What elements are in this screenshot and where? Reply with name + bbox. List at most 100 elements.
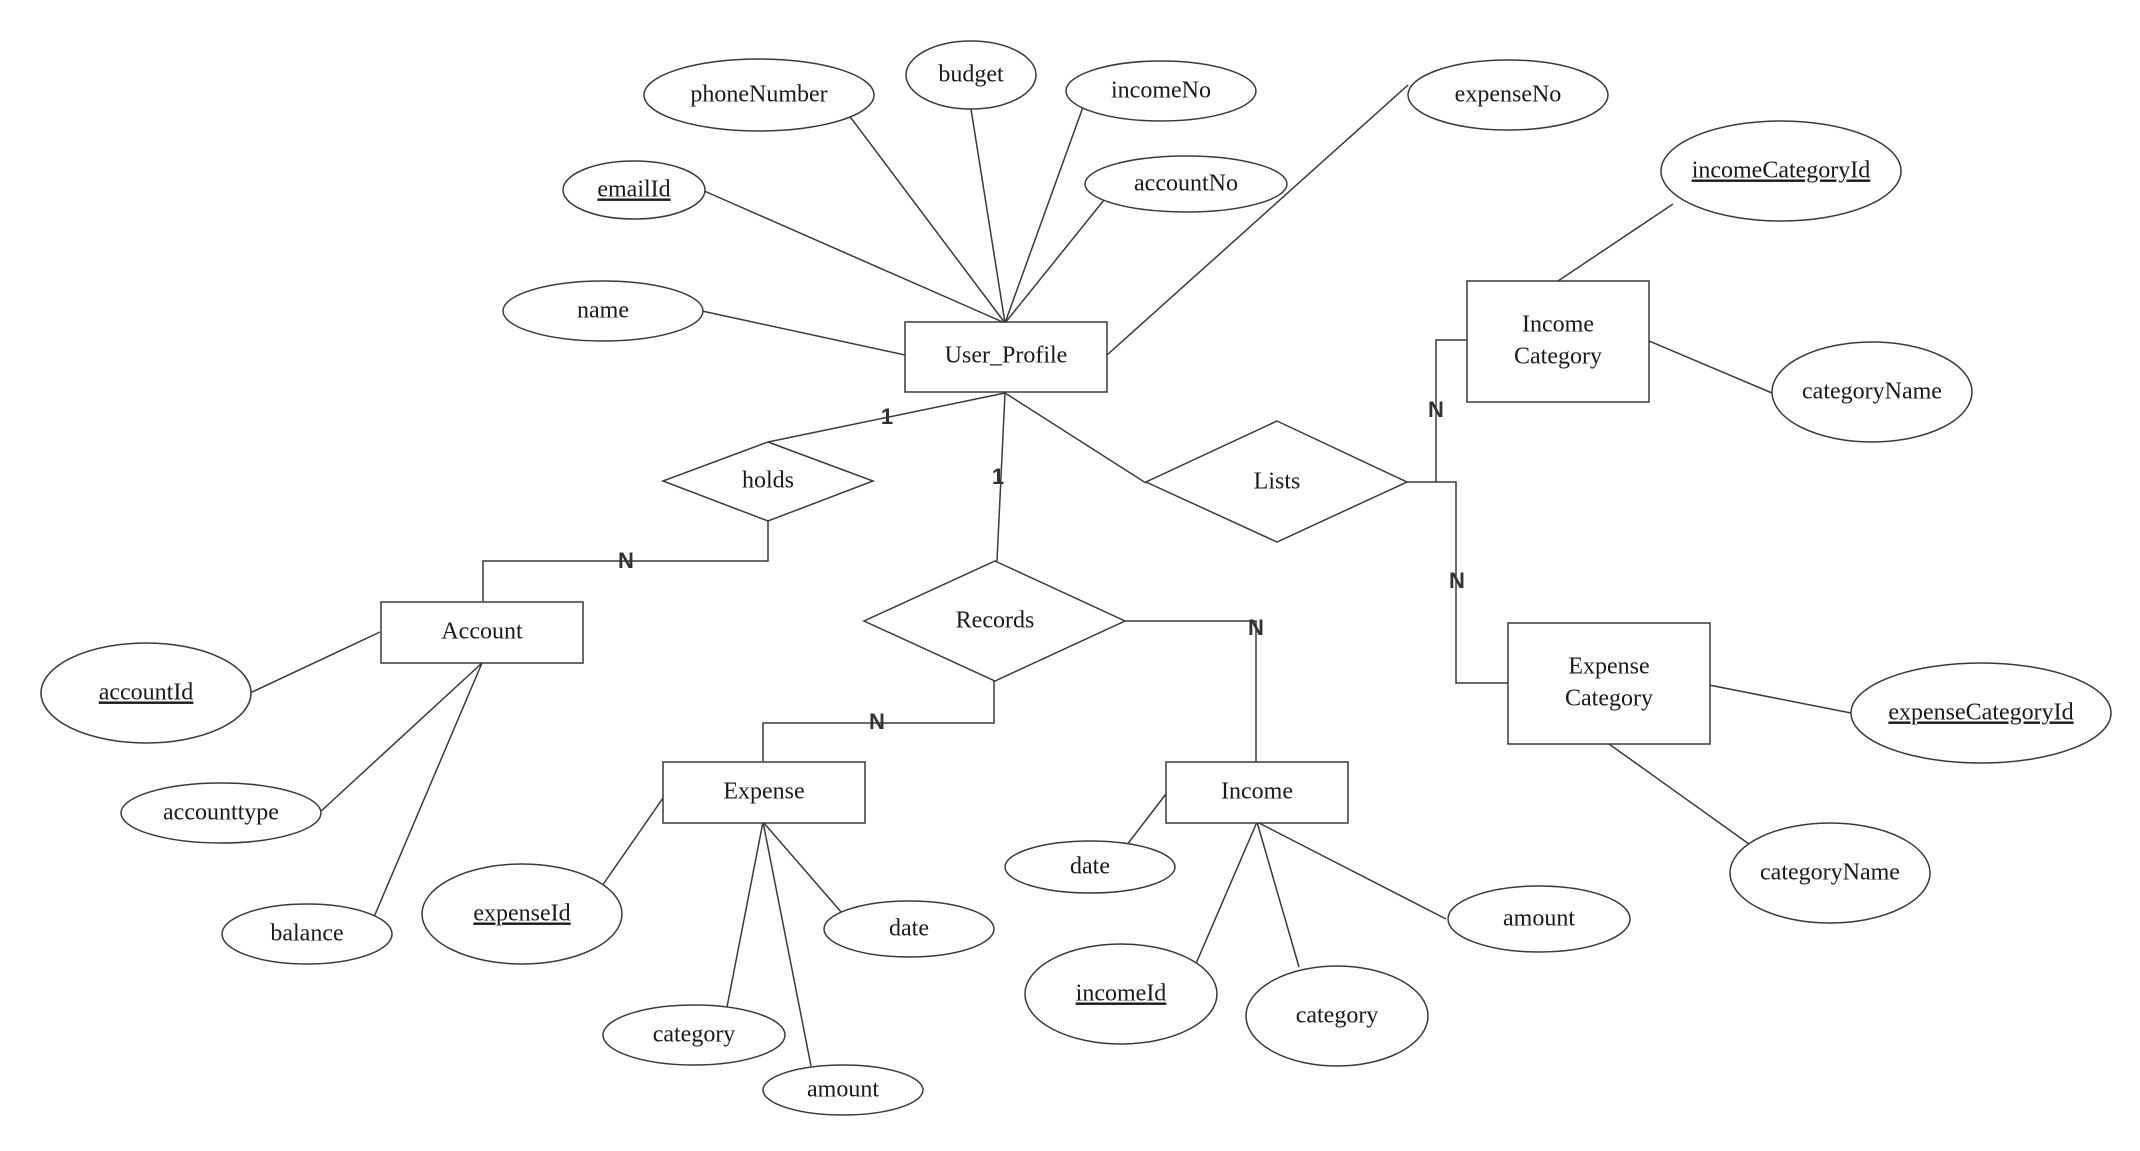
attribute-emailid: emailId [562, 160, 706, 220]
attribute-emailid-label: emailId [597, 177, 670, 203]
connector-holds-account [482, 521, 769, 601]
attribute-incomeno-label: incomeNo [1111, 78, 1211, 104]
relationship-holds-label: holds [742, 468, 794, 494]
entity-user-profile: User_Profile [904, 321, 1108, 393]
attribute-expensecategoryid-shape [1850, 662, 2112, 764]
attribute-income-category-label: category [1296, 1003, 1379, 1029]
attribute-expenseid: expenseId [421, 863, 623, 965]
entity-expense-label: Expense [723, 779, 804, 805]
attribute-expense-amount-label: amount [807, 1077, 879, 1103]
attribute-expensecategory-name: categoryName [1729, 822, 1931, 924]
relationship-lists-label: Lists [1254, 469, 1301, 495]
attribute-incomeid: incomeId [1024, 943, 1218, 1045]
attribute-incomeid-label: incomeId [1076, 981, 1167, 1007]
connector-lists-income-category [1407, 339, 1467, 483]
attribute-accountid: accountId [40, 642, 252, 744]
attribute-accounttype-label: accounttype [163, 800, 279, 826]
entity-expense-category-box [1507, 622, 1711, 745]
attribute-incomecategoryid-label: incomeCategoryId [1692, 158, 1871, 184]
attribute-incomecategory-name-shape [1771, 341, 1973, 443]
attribute-expensecategoryid-label: expenseCategoryId [1888, 700, 2073, 726]
attribute-expense-date: date [823, 900, 995, 958]
entity-income-category-box [1466, 280, 1650, 403]
connector-user-accountno [1004, 199, 1105, 324]
attribute-income-category: category [1245, 965, 1429, 1067]
entity-account-box [380, 601, 584, 664]
connector-account-balance [373, 662, 483, 918]
entity-account: Account [380, 601, 584, 664]
connector-account-accountid [249, 631, 381, 694]
attribute-budget-shape [905, 40, 1037, 110]
entity-expense: Expense [662, 761, 866, 824]
attribute-income-category-shape [1245, 965, 1429, 1067]
relationship-records-label: Records [956, 608, 1035, 634]
connector-user-holds [767, 392, 1006, 443]
attribute-expense-category-label: category [653, 1022, 736, 1048]
entity-income-label: Income [1221, 779, 1293, 805]
attribute-expense-date-label: date [889, 916, 929, 942]
attribute-expense-category: category [602, 1004, 786, 1066]
entity-expense-category-label-line2: Category [1565, 686, 1653, 712]
connector-expense-amount [762, 821, 812, 1067]
attribute-budget-label: budget [938, 62, 1004, 88]
attribute-expensecategoryid: expenseCategoryId [1850, 662, 2112, 764]
cardinality-lists-income-category: N [1428, 397, 1444, 422]
attribute-incomecategory-name-label: categoryName [1802, 379, 1942, 405]
connector-user-budget [970, 108, 1006, 324]
attribute-name: name [502, 280, 704, 342]
attribute-expense-date-shape [823, 900, 995, 958]
attribute-balance-shape [221, 903, 393, 965]
entity-account-label: Account [441, 619, 523, 645]
connector-user-records [996, 392, 1006, 562]
attribute-income-amount-shape [1447, 885, 1631, 953]
cardinality-records-income: N [1248, 615, 1264, 640]
attribute-expensecategory-name-shape [1729, 822, 1931, 924]
attribute-expenseno-shape [1407, 59, 1609, 131]
connector-records-expense [762, 681, 995, 761]
cardinality-holds-account: N [618, 548, 634, 573]
attribute-income-amount-label: amount [1503, 906, 1575, 932]
entity-income-box [1165, 761, 1349, 824]
entity-expense-category-label-line1: Expense [1568, 654, 1649, 680]
connector-incomecategory-id [1557, 203, 1674, 282]
attribute-accountno-label: accountNo [1134, 171, 1238, 197]
attribute-incomeid-shape [1024, 943, 1218, 1045]
relationship-records: Records [862, 560, 1127, 682]
connector-user-expenseno [1106, 84, 1409, 356]
attribute-income-date-label: date [1070, 854, 1110, 880]
relationship-records-shape [862, 560, 1127, 682]
connector-expense-category [726, 821, 764, 1008]
attribute-accounttype-shape [120, 782, 322, 844]
connector-income-date [1125, 793, 1167, 847]
connector-user-phonenumber [847, 113, 1006, 324]
connector-expensecategory-name [1608, 743, 1750, 845]
attribute-accountid-shape [40, 642, 252, 744]
attribute-income-date-shape [1004, 840, 1176, 894]
attribute-accountid-label: accountId [99, 680, 194, 706]
cardinality-lists-expense-category: N [1449, 568, 1465, 593]
attribute-expense-amount: amount [762, 1064, 924, 1116]
relationship-lists-shape [1144, 420, 1409, 543]
relationship-holds-shape [660, 441, 876, 522]
connector-expense-expenseid [601, 797, 664, 887]
attribute-expenseid-shape [421, 863, 623, 965]
cardinality-records-expense: N [869, 709, 885, 734]
attribute-income-amount: amount [1447, 885, 1631, 953]
attribute-expense-category-shape [602, 1004, 786, 1066]
entity-income-category-label-line2: Category [1514, 344, 1602, 370]
attribute-income-date: date [1004, 840, 1176, 894]
attribute-expensecategory-name-label: categoryName [1760, 860, 1900, 886]
entity-expense-category: Expense Category [1507, 622, 1711, 745]
cardinality-holds-user: 1 [881, 404, 893, 429]
connector-expense-date [762, 821, 843, 914]
entity-expense-box [662, 761, 866, 824]
attribute-expenseid-label: expenseId [473, 901, 570, 927]
relationship-lists: Lists [1144, 420, 1409, 543]
attribute-incomecategoryid: incomeCategoryId [1660, 120, 1902, 222]
attribute-incomeno-shape [1065, 60, 1257, 122]
cardinality-records-user: 1 [992, 464, 1004, 489]
attribute-accountno: accountNo [1084, 155, 1288, 213]
attribute-balance: balance [221, 903, 393, 965]
attribute-expenseno-label: expenseNo [1455, 82, 1562, 108]
